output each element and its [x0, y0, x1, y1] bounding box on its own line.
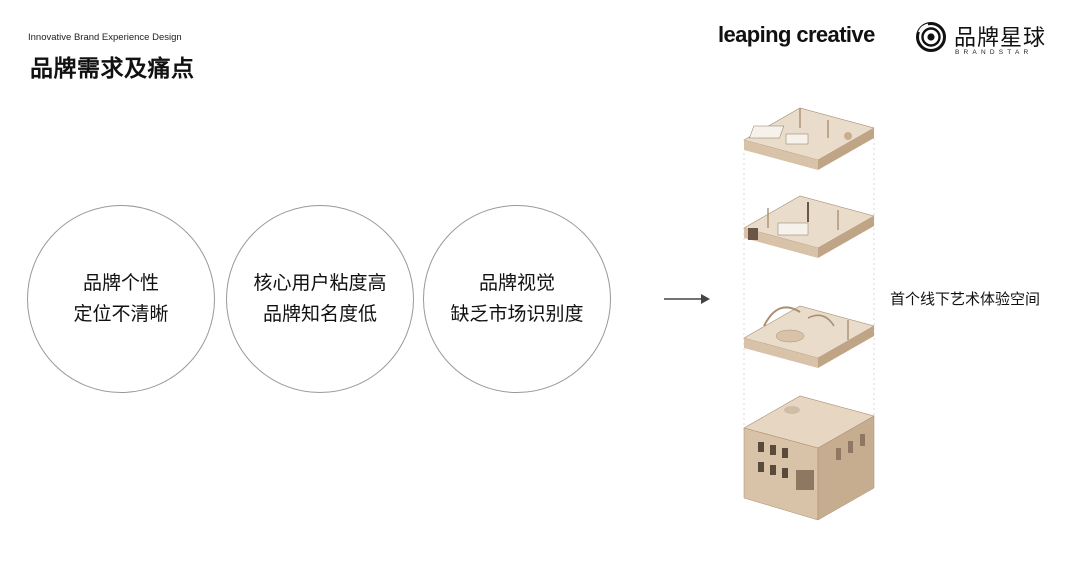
pain-point-circle: 品牌视觉 缺乏市场识别度: [423, 205, 611, 393]
page-title: 品牌需求及痛点: [30, 56, 195, 82]
leaping-creative-logo: leaping creative: [718, 22, 875, 47]
brandstar-logo-cn: 品牌星球: [954, 26, 1047, 51]
floor-plan-level-1: [743, 107, 875, 170]
deck-subtitle: Innovative Brand Experience Design: [28, 32, 182, 43]
pain-point-line: 核心用户粘度高: [253, 272, 387, 294]
arrow-right-icon: [664, 294, 710, 304]
floor-plan-level-2: [743, 195, 875, 258]
brandstar-logo: 品牌星球 BRANDSTAR: [916, 20, 1056, 60]
pain-point-circle: 核心用户粘度高 品牌知名度低: [226, 205, 414, 393]
pain-point-line: 品牌知名度低: [262, 303, 377, 325]
pain-point-line: 缺乏市场识别度: [450, 303, 584, 325]
building-exterior: [743, 395, 875, 521]
pain-point-line: 品牌个性: [82, 272, 159, 294]
pain-point-circle: 品牌个性 定位不清晰: [27, 205, 215, 393]
floor-plan-level-3: [743, 305, 875, 368]
solution-label: 首个线下艺术体验空间: [890, 290, 1041, 308]
pain-point-line: 品牌视觉: [478, 272, 555, 294]
exploded-building-illustration: [743, 107, 875, 521]
pain-point-line: 定位不清晰: [73, 303, 169, 325]
brandstar-logo-en: BRANDSTAR: [955, 49, 1033, 56]
brandstar-logo-icon: [916, 22, 946, 52]
